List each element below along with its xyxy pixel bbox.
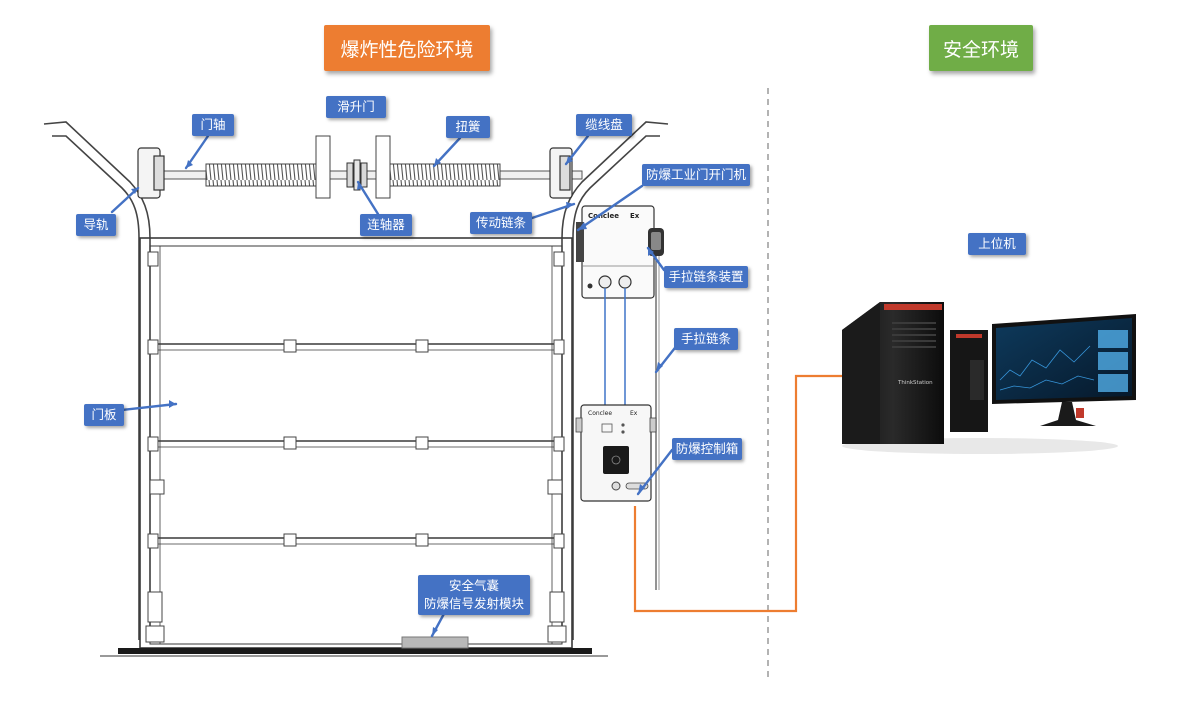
opener-brand-text: Conclee [588, 212, 619, 220]
label-drive-chain: 传动链条 [470, 212, 532, 234]
label-cable-drum: 缆线盘 [576, 114, 632, 136]
label-host-computer: 上位机 [968, 233, 1026, 255]
pc-brand-text: ThinkStation [897, 380, 933, 386]
torsion-spring-left [205, 163, 321, 187]
host-computer: ThinkStation [842, 302, 1136, 454]
label-control-box: 防爆控制箱 [672, 438, 742, 460]
label-torsion-spring: 扭簧 [446, 116, 490, 138]
shaft-brackets [315, 135, 391, 199]
wires [604, 288, 626, 405]
ground-line [100, 648, 608, 657]
airbag-sensor [401, 636, 469, 649]
label-door-opener: 防爆工业门开门机 [642, 164, 750, 186]
signal-cable [633, 374, 842, 613]
label-guide-rail: 导轨 [76, 214, 116, 236]
label-hand-chain-device: 手拉链条装置 [664, 266, 748, 288]
coupler [346, 159, 368, 191]
label-coupler: 连轴器 [360, 214, 412, 236]
label-airbag-module: 安全气囊 防爆信号发射模块 [418, 575, 530, 615]
label-door-panel: 门板 [84, 404, 124, 426]
torsion-spring-right [385, 163, 501, 187]
label-slide-door: 滑升门 [326, 96, 386, 118]
label-airbag-line2: 防爆信号发射模块 [423, 596, 524, 611]
leader-arrowheads [131, 156, 663, 636]
label-door-shaft: 门轴 [192, 114, 234, 136]
opener-ex-mark: Ex [630, 212, 640, 220]
control-box-unit: Conclee Ex [575, 404, 657, 502]
door-opener-unit: Conclee Ex [576, 205, 664, 299]
box-brand-text: Conclee [588, 410, 612, 417]
hazard-zone-label: 爆炸性危险环境 [324, 25, 490, 71]
cable-drums [137, 147, 573, 199]
guide-rail [43, 121, 669, 640]
box-ex-mark: Ex [630, 410, 638, 417]
safe-zone-label: 安全环境 [929, 25, 1033, 71]
door-hinges [145, 251, 567, 643]
label-hand-chain: 手拉链条 [674, 328, 738, 350]
label-airbag-line1: 安全气囊 [448, 578, 499, 593]
hand-chain [655, 256, 660, 590]
